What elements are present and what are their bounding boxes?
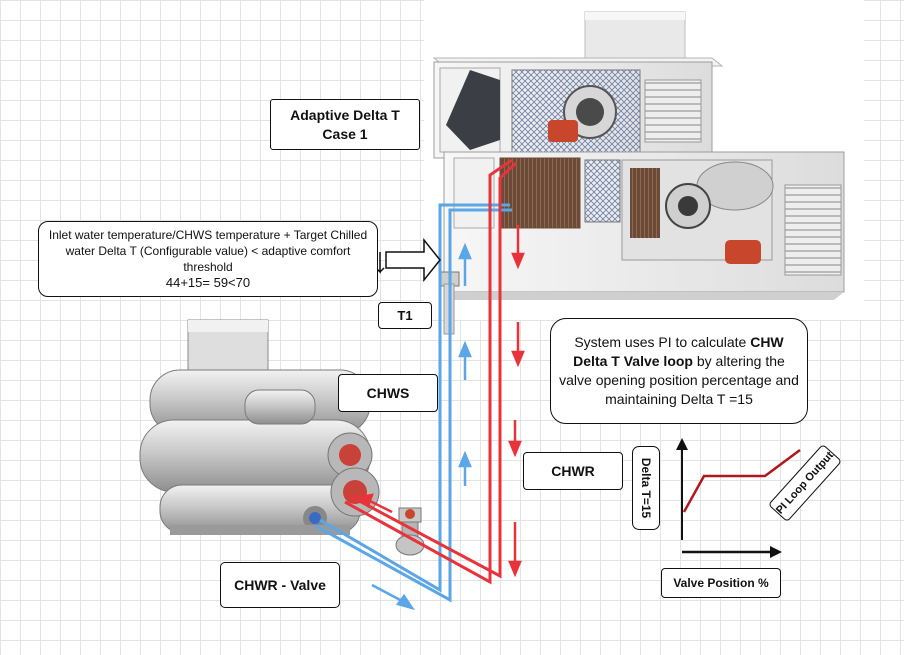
t1-label: T1 bbox=[378, 302, 432, 329]
formula-callout: Inlet water temperature/CHWS temperature… bbox=[38, 221, 378, 297]
graph-x-axis-label: Valve Position % bbox=[661, 568, 781, 598]
chwr-return-pipe bbox=[344, 158, 518, 585]
chwr-valve-label: CHWR - Valve bbox=[220, 562, 340, 608]
pi-output-curve bbox=[682, 448, 801, 513]
pi-text-pre: System uses PI to calculate bbox=[574, 334, 751, 350]
formula-line1: Inlet water temperature/CHWS temperature… bbox=[48, 228, 368, 242]
pi-description-callout: System uses PI to calculate CHW Delta T … bbox=[550, 318, 808, 424]
pi-description-text: System uses PI to calculate CHW Delta T … bbox=[559, 333, 799, 409]
hollow-pointer-arrow bbox=[385, 237, 441, 283]
chiller-unit bbox=[139, 319, 380, 535]
pi-text-bold: CHW Delta T Valve loop bbox=[573, 334, 784, 369]
pi-text-post: by altering the valve opening position p… bbox=[559, 353, 799, 407]
formula-line2: water Delta T (Configurable value) < ada… bbox=[65, 244, 351, 258]
formula-line4: 44+15= 59<70 bbox=[165, 275, 251, 290]
diagram-title-line2: Case 1 bbox=[322, 125, 368, 142]
graph-y-axis-label: Delta T=15 bbox=[632, 446, 660, 530]
supply-flow-arrows bbox=[371, 242, 472, 611]
diagram-title-line1: Adaptive Delta T bbox=[290, 106, 400, 123]
air-handling-unit bbox=[424, 0, 864, 320]
formula-line3: threshold bbox=[183, 260, 233, 274]
chwr-valve bbox=[395, 507, 425, 556]
chwr-label: CHWR bbox=[523, 452, 623, 490]
chws-supply-pipe bbox=[315, 203, 512, 603]
pi-loop-graph bbox=[676, 438, 801, 558]
return-flow-arrows bbox=[357, 225, 525, 578]
chws-label: CHWS bbox=[338, 374, 438, 412]
diagram-title-box: Adaptive Delta T Case 1 bbox=[270, 99, 420, 150]
delta-t-text: Delta T=15 bbox=[639, 457, 653, 519]
